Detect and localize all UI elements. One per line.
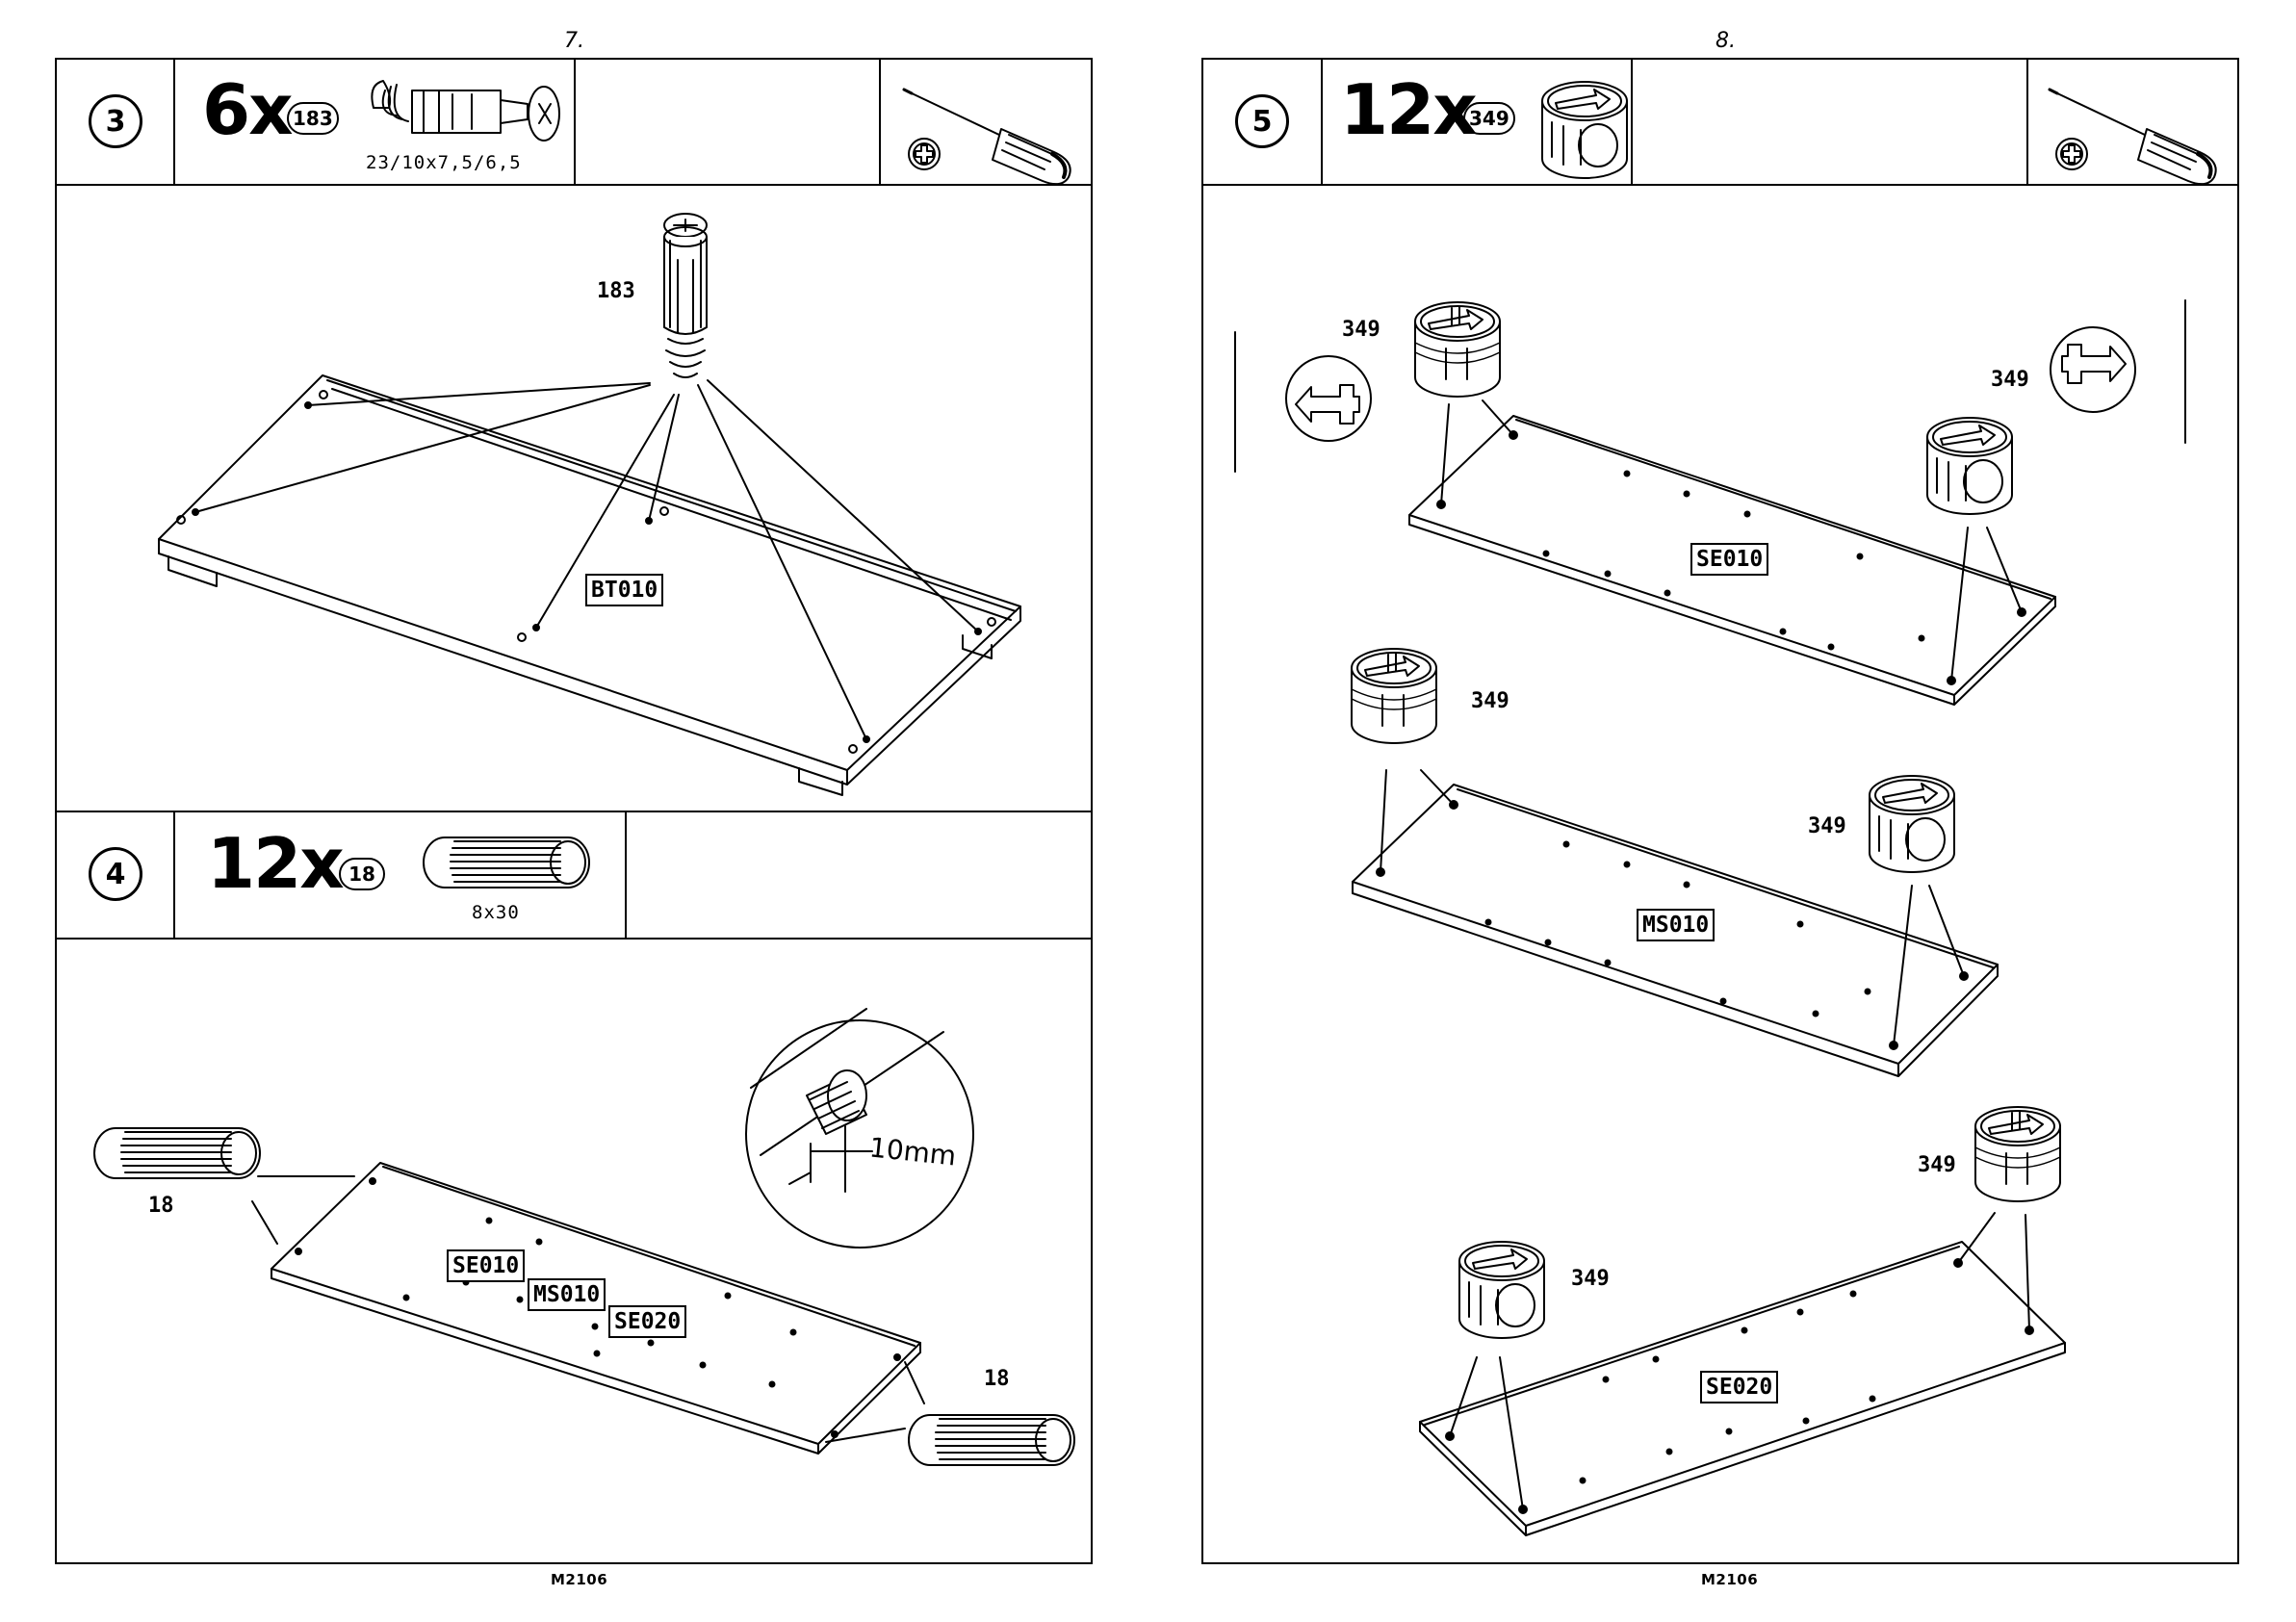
- step5-board-label-se010: SE010: [1690, 543, 1768, 576]
- dowel-detail-circle: [746, 1009, 973, 1248]
- rotate-left-arrow-icon: [1235, 332, 1371, 472]
- dowel-icon-header: [424, 837, 589, 888]
- step3-board-label: BT010: [585, 574, 663, 606]
- step5-callout-6: 349: [1571, 1267, 1610, 1291]
- dowel-icon-right: [909, 1415, 1074, 1465]
- step4-callout-left: 18: [148, 1194, 174, 1218]
- step5-callout-5: 349: [1918, 1153, 1956, 1177]
- cam-lock-icon-3: [1352, 649, 1436, 743]
- step5-callout-2: 349: [1991, 368, 2029, 392]
- connector-bolt-icon-header: [372, 81, 559, 141]
- cam-lock-icon-1: [1415, 302, 1500, 397]
- rotate-right-arrow-icon: [2051, 300, 2185, 443]
- step4-board-label-ms010: MS010: [528, 1278, 606, 1311]
- step5-board-label-se020: SE020: [1700, 1371, 1778, 1403]
- cam-lock-icon-5: [1975, 1107, 2060, 1201]
- step4-board-label-se010: SE010: [447, 1249, 525, 1282]
- step5-callout-3: 349: [1471, 689, 1509, 713]
- dowel-icon-left: [94, 1128, 260, 1178]
- step5-board-label-ms010: MS010: [1637, 909, 1715, 941]
- phillips-head-icon-step3: [909, 139, 940, 169]
- cam-lock-icon-6: [1459, 1242, 1544, 1338]
- cam-lock-icon-4: [1870, 776, 1954, 872]
- step5-callout-1: 349: [1342, 318, 1380, 342]
- step3-callout-part: 183: [597, 279, 635, 303]
- connector-bolt-icon: [664, 214, 707, 377]
- phillips-head-icon-step5: [2056, 139, 2087, 169]
- step4-board-label-se020: SE020: [608, 1305, 686, 1338]
- screwdriver-icon-step3: [904, 90, 1071, 184]
- cam-lock-icon-header: [1542, 82, 1627, 178]
- step4-callout-right: 18: [984, 1367, 1010, 1391]
- cam-lock-icon-2: [1927, 418, 2012, 514]
- step5-callout-4: 349: [1808, 814, 1846, 838]
